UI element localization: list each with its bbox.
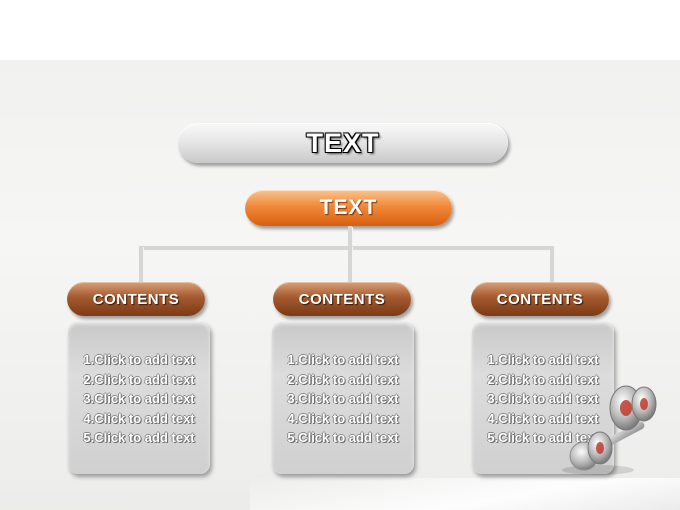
column-heading-label: CONTENTS [496,290,584,308]
list-item: 2.Click to add text [83,371,195,387]
column-heading-1[interactable]: CONTENTS [67,282,205,316]
list-item: 1.Click to add text [83,352,195,367]
list-item: 5.Click to add text [287,430,399,445]
top-band [0,0,680,60]
list-item: 3.Click to add text [287,391,399,406]
list-item: 4.Click to add text [83,410,195,426]
column-list: 1.Click to add text 2.Click to add text … [68,350,210,448]
column-heading-label: CONTENTS [298,290,386,308]
column-list: 1.Click to add text 2.Click to add text … [472,350,614,448]
connector-center [348,246,352,282]
column-heading-label: CONTENTS [92,290,180,308]
list-item: 4.Click to add text [287,410,399,426]
connector-trunk [348,226,352,248]
subtitle-box[interactable]: TEXT [245,190,452,226]
list-item: 5.Click to add text [487,430,599,445]
column-box-2[interactable]: 1.Click to add text 2.Click to add text … [272,322,414,474]
floor-reflection [250,478,680,510]
list-item: 3.Click to add text [487,391,599,406]
connector-right [550,246,554,282]
list-item: 2.Click to add text [287,371,399,387]
column-box-1[interactable]: 1.Click to add text 2.Click to add text … [68,322,210,474]
list-item: 1.Click to add text [487,352,599,367]
subtitle-text: TEXT [319,196,378,219]
connector-left [139,246,143,282]
dumbbell-icon [562,385,657,475]
column-box-3[interactable]: 1.Click to add text 2.Click to add text … [472,322,614,474]
list-item: 2.Click to add text [487,371,599,387]
title-box[interactable]: TEXT [178,123,508,163]
list-item: 3.Click to add text [83,391,195,406]
list-item: 5.Click to add text [83,430,195,445]
column-list: 1.Click to add text 2.Click to add text … [272,350,414,448]
column-heading-2[interactable]: CONTENTS [273,282,411,316]
title-text: TEXT [306,127,380,158]
list-item: 1.Click to add text [287,352,399,367]
list-item: 4.Click to add text [487,410,599,426]
connector-bar [139,246,554,250]
column-heading-3[interactable]: CONTENTS [471,282,609,316]
